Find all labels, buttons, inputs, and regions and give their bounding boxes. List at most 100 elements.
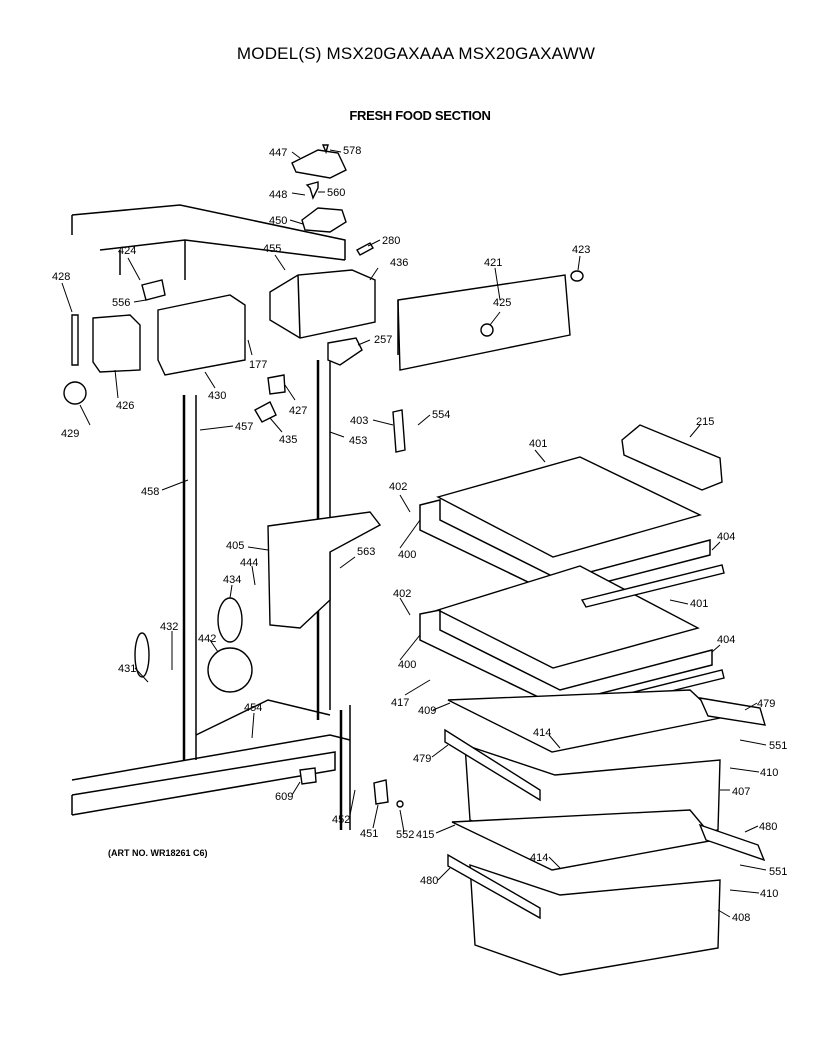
callout-479-right: 479 (757, 698, 775, 710)
switch-427 (267, 374, 286, 395)
callout-215: 215 (696, 416, 714, 428)
connector-257 (327, 337, 363, 366)
callout-447: 447 (269, 147, 287, 159)
callout-410-upper: 410 (760, 767, 778, 779)
callout-556: 556 (112, 297, 130, 309)
grille-434 (217, 597, 243, 643)
shelf-glass-401-upper (436, 456, 702, 558)
housing-436 (269, 269, 376, 339)
callout-427: 427 (289, 405, 307, 417)
grille-432 (134, 632, 150, 678)
callout-labels: 447 578 448 560 450 280 455 436 421 423 … (52, 145, 787, 924)
callout-454: 454 (244, 702, 262, 714)
callout-257: 257 (374, 334, 392, 346)
callout-404-lower: 404 (717, 634, 735, 646)
callout-450: 450 (269, 215, 287, 227)
callout-402-upper: 402 (389, 481, 407, 493)
callout-578: 578 (343, 145, 361, 157)
trim-404-upper (580, 564, 725, 608)
model-title: MODEL(S) MSX20GAXAAA MSX20GAXAWW (236, 44, 596, 63)
callout-430: 430 (208, 390, 226, 402)
callout-609: 609 (275, 791, 293, 803)
callout-480-right: 480 (759, 821, 777, 833)
control-panel-421 (397, 274, 571, 371)
callout-429: 429 (61, 428, 79, 440)
callout-417: 417 (391, 697, 409, 709)
callout-402-lower: 402 (393, 588, 411, 600)
fan-442 (207, 647, 253, 693)
section-title: FRESH FOOD SECTION (349, 108, 491, 123)
callout-405: 405 (226, 540, 244, 552)
callout-404-upper: 404 (717, 531, 735, 543)
callout-400-lower: 400 (398, 659, 416, 671)
callout-435: 435 (279, 434, 297, 446)
bracket-448 (305, 181, 319, 200)
bin-215 (621, 424, 723, 491)
slide-479-right (698, 697, 766, 726)
light-socket-426 (92, 314, 141, 373)
bracket-451 (373, 779, 389, 805)
callout-414-upper: 414 (533, 727, 551, 739)
callout-280: 280 (382, 235, 400, 247)
callout-426: 426 (116, 400, 134, 412)
callout-434: 434 (223, 574, 241, 586)
callout-457: 457 (235, 421, 253, 433)
callout-423: 423 (572, 244, 590, 256)
leader-lines (61, 149, 767, 918)
callout-425: 425 (493, 297, 511, 309)
damper-430 (157, 294, 246, 376)
timer-429 (63, 381, 87, 405)
callout-458: 458 (141, 486, 159, 498)
callout-453: 453 (349, 435, 367, 447)
callout-400-upper: 400 (398, 549, 416, 561)
callout-436: 436 (390, 257, 408, 269)
bracket-428 (71, 314, 79, 366)
callout-551-lower: 551 (769, 866, 787, 878)
callout-431: 431 (118, 663, 136, 675)
callout-401-upper: 401 (529, 438, 547, 450)
callout-424: 424 (118, 245, 136, 257)
part-609 (299, 767, 317, 785)
callout-403: 403 (350, 415, 368, 427)
callout-421: 421 (484, 257, 502, 269)
shelf-frame-400-lower (419, 609, 713, 706)
slide-480-right (698, 823, 766, 862)
art-number: (ART NO. WR18261 C6) (108, 848, 208, 858)
callout-428: 428 (52, 271, 70, 283)
shelf-frame-400-upper (419, 499, 711, 596)
callout-407: 407 (732, 786, 750, 798)
callout-410-lower: 410 (760, 888, 778, 900)
callout-401-lower: 401 (690, 598, 708, 610)
callout-448: 448 (269, 189, 287, 201)
callout-451: 451 (360, 828, 378, 840)
air-duct-405 (267, 511, 382, 629)
socket-424 (141, 279, 166, 301)
light-423 (570, 270, 584, 282)
screw-578 (321, 144, 329, 155)
callout-479-left: 479 (413, 753, 431, 765)
slide-480-left (447, 853, 541, 920)
callout-177: 177 (249, 359, 267, 371)
callout-408: 408 (732, 912, 750, 924)
callout-554: 554 (432, 409, 450, 421)
callout-415: 415 (416, 829, 434, 841)
callout-452: 452 (332, 814, 350, 826)
callout-442: 442 (198, 633, 216, 645)
callout-414-lower: 414 (530, 852, 548, 864)
callout-480-left: 480 (420, 875, 438, 887)
shelf-glass-401-lower (436, 565, 700, 669)
screw-552 (396, 800, 404, 808)
callout-563: 563 (357, 546, 375, 558)
thermostat-cover-447 (291, 149, 347, 179)
slide-479-left (444, 728, 541, 802)
callout-551-upper: 551 (769, 740, 787, 752)
callout-444: 444 (240, 557, 258, 569)
callout-552: 552 (396, 829, 414, 841)
drawer-cover-409 (447, 689, 722, 753)
callout-455: 455 (263, 243, 281, 255)
callout-432: 432 (160, 621, 178, 633)
callout-409: 409 (418, 705, 436, 717)
callout-560: 560 (327, 187, 345, 199)
drawer-408 (469, 864, 721, 976)
